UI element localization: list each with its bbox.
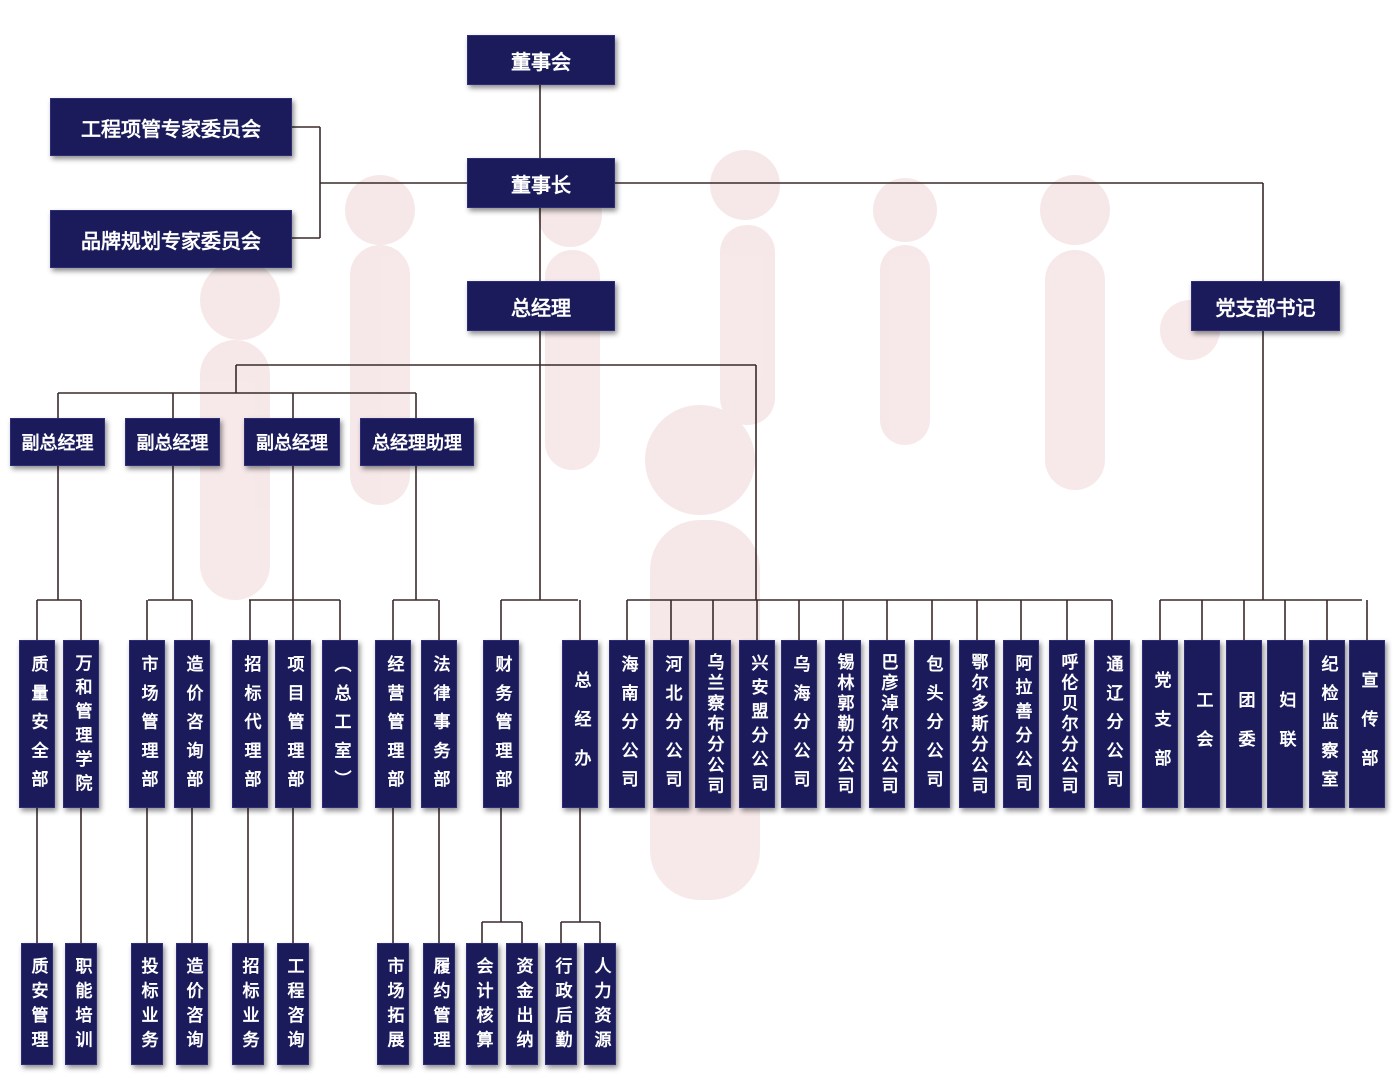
department-box-label: （总工室） bbox=[330, 654, 351, 799]
department-box[interactable]: 锡林郭勒分公司 bbox=[825, 640, 861, 808]
department-box[interactable]: 项目管理部 bbox=[275, 640, 311, 808]
department-box-label: 阿拉善分公司 bbox=[1011, 653, 1032, 798]
sub-unit-box-label: 投标业务 bbox=[137, 956, 158, 1055]
department-box[interactable]: 党支部 bbox=[1142, 640, 1178, 808]
department-box[interactable]: 质量安全部 bbox=[19, 640, 55, 808]
department-box-label: 总经办 bbox=[570, 671, 591, 788]
department-box-label: 质量安全部 bbox=[27, 654, 48, 799]
department-box-label: 财务管理部 bbox=[491, 654, 512, 799]
department-box-label: 海南分公司 bbox=[617, 654, 638, 799]
deputy-manager-box[interactable]: 副总经理 bbox=[244, 418, 340, 466]
sub-unit-box-label: 资金出纳 bbox=[512, 956, 533, 1055]
department-box-label: 市场管理部 bbox=[137, 654, 158, 799]
board-box[interactable]: 董事会 bbox=[467, 35, 615, 85]
sub-unit-box[interactable]: 市场拓展 bbox=[377, 943, 409, 1065]
sub-unit-box-label: 造价咨询 bbox=[182, 956, 203, 1055]
department-box-label: 经营管理部 bbox=[383, 654, 404, 799]
sub-unit-box-label: 工程咨询 bbox=[283, 956, 304, 1055]
department-box-label: 鄂尔多斯分公司 bbox=[967, 652, 988, 797]
department-box-label: 兴安盟分公司 bbox=[747, 653, 768, 798]
department-box[interactable]: 乌海分公司 bbox=[781, 640, 817, 808]
department-box[interactable]: 呼伦贝尔分公司 bbox=[1049, 640, 1085, 808]
department-box[interactable]: 河北分公司 bbox=[653, 640, 689, 808]
department-box-label: 巴彦淖尔分公司 bbox=[877, 652, 898, 797]
sub-unit-box[interactable]: 造价咨询 bbox=[176, 943, 208, 1065]
sub-unit-box-label: 会计核算 bbox=[472, 956, 493, 1055]
department-box[interactable]: 万和管理学院 bbox=[63, 640, 99, 808]
department-box[interactable]: 财务管理部 bbox=[483, 640, 519, 808]
department-box-label: 乌兰察布分公司 bbox=[703, 652, 724, 797]
department-box[interactable]: 工会 bbox=[1184, 640, 1220, 808]
department-box[interactable]: 巴彦淖尔分公司 bbox=[869, 640, 905, 808]
department-box-label: 通辽分公司 bbox=[1102, 654, 1123, 799]
sub-unit-box-label: 招标业务 bbox=[238, 956, 259, 1055]
department-box[interactable]: （总工室） bbox=[322, 640, 358, 808]
department-box[interactable]: 纪检监察室 bbox=[1309, 640, 1345, 808]
party-secretary-box[interactable]: 党支部书记 bbox=[1191, 281, 1340, 331]
deputy-manager-box[interactable]: 副总经理 bbox=[10, 418, 105, 466]
department-box[interactable]: 市场管理部 bbox=[129, 640, 165, 808]
department-box[interactable]: 经营管理部 bbox=[375, 640, 411, 808]
sub-unit-box[interactable]: 人力资源 bbox=[584, 943, 616, 1065]
department-box-label: 工会 bbox=[1192, 690, 1213, 769]
sub-unit-box[interactable]: 行政后勤 bbox=[545, 943, 577, 1065]
sub-unit-box-label: 职能培训 bbox=[71, 956, 92, 1055]
department-box-label: 法律事务部 bbox=[429, 654, 450, 799]
department-box[interactable]: 通辽分公司 bbox=[1094, 640, 1130, 808]
department-box-label: 河北分公司 bbox=[661, 654, 682, 799]
sub-unit-box[interactable]: 资金出纳 bbox=[506, 943, 538, 1065]
sub-unit-box[interactable]: 投标业务 bbox=[131, 943, 163, 1065]
department-box[interactable]: 总经办 bbox=[562, 640, 598, 808]
department-box-label: 锡林郭勒分公司 bbox=[833, 652, 854, 797]
deputy-manager-box[interactable]: 总经理助理 bbox=[360, 418, 474, 466]
department-box-label: 妇联 bbox=[1275, 690, 1296, 769]
sub-unit-box-label: 行政后勤 bbox=[551, 956, 572, 1055]
department-box-label: 项目管理部 bbox=[283, 654, 304, 799]
department-box[interactable]: 兴安盟分公司 bbox=[739, 640, 775, 808]
department-box[interactable]: 法律事务部 bbox=[421, 640, 457, 808]
deputy-manager-box[interactable]: 副总经理 bbox=[125, 418, 220, 466]
department-box[interactable]: 包头分公司 bbox=[914, 640, 950, 808]
department-box-label: 包头分公司 bbox=[922, 654, 943, 799]
sub-unit-box[interactable]: 质安管理 bbox=[21, 943, 53, 1065]
chairman-box[interactable]: 董事长 bbox=[467, 158, 615, 208]
sub-unit-box[interactable]: 工程咨询 bbox=[277, 943, 309, 1065]
department-box[interactable]: 团委 bbox=[1226, 640, 1262, 808]
department-box[interactable]: 鄂尔多斯分公司 bbox=[959, 640, 995, 808]
department-box-label: 万和管理学院 bbox=[71, 653, 92, 798]
department-box[interactable]: 妇联 bbox=[1267, 640, 1303, 808]
sub-unit-box[interactable]: 招标业务 bbox=[232, 943, 264, 1065]
department-box[interactable]: 招标代理部 bbox=[232, 640, 268, 808]
department-box-label: 造价咨询部 bbox=[182, 654, 203, 799]
department-box[interactable]: 造价咨询部 bbox=[174, 640, 210, 808]
department-box-label: 呼伦贝尔分公司 bbox=[1057, 652, 1078, 797]
department-box-label: 招标代理部 bbox=[240, 654, 261, 799]
sub-unit-box-label: 市场拓展 bbox=[383, 956, 404, 1055]
engineering-committee-box[interactable]: 工程项管专家委员会 bbox=[50, 98, 292, 156]
sub-unit-box-label: 人力资源 bbox=[590, 956, 611, 1055]
general-manager-box[interactable]: 总经理 bbox=[467, 281, 615, 331]
department-box-label: 团委 bbox=[1234, 690, 1255, 769]
department-box-label: 纪检监察室 bbox=[1317, 654, 1338, 799]
sub-unit-box-label: 履约管理 bbox=[429, 956, 450, 1055]
department-box[interactable]: 乌兰察布分公司 bbox=[695, 640, 731, 808]
department-box[interactable]: 海南分公司 bbox=[609, 640, 645, 808]
sub-unit-box[interactable]: 履约管理 bbox=[423, 943, 455, 1065]
department-box[interactable]: 阿拉善分公司 bbox=[1003, 640, 1039, 808]
brand-committee-box[interactable]: 品牌规划专家委员会 bbox=[50, 210, 292, 268]
sub-unit-box[interactable]: 会计核算 bbox=[466, 943, 498, 1065]
sub-unit-box[interactable]: 职能培训 bbox=[65, 943, 97, 1065]
department-box-label: 宣传部 bbox=[1357, 671, 1378, 788]
sub-unit-box-label: 质安管理 bbox=[27, 956, 48, 1055]
department-box-label: 乌海分公司 bbox=[789, 654, 810, 799]
department-box-label: 党支部 bbox=[1150, 671, 1171, 788]
department-box[interactable]: 宣传部 bbox=[1349, 640, 1385, 808]
